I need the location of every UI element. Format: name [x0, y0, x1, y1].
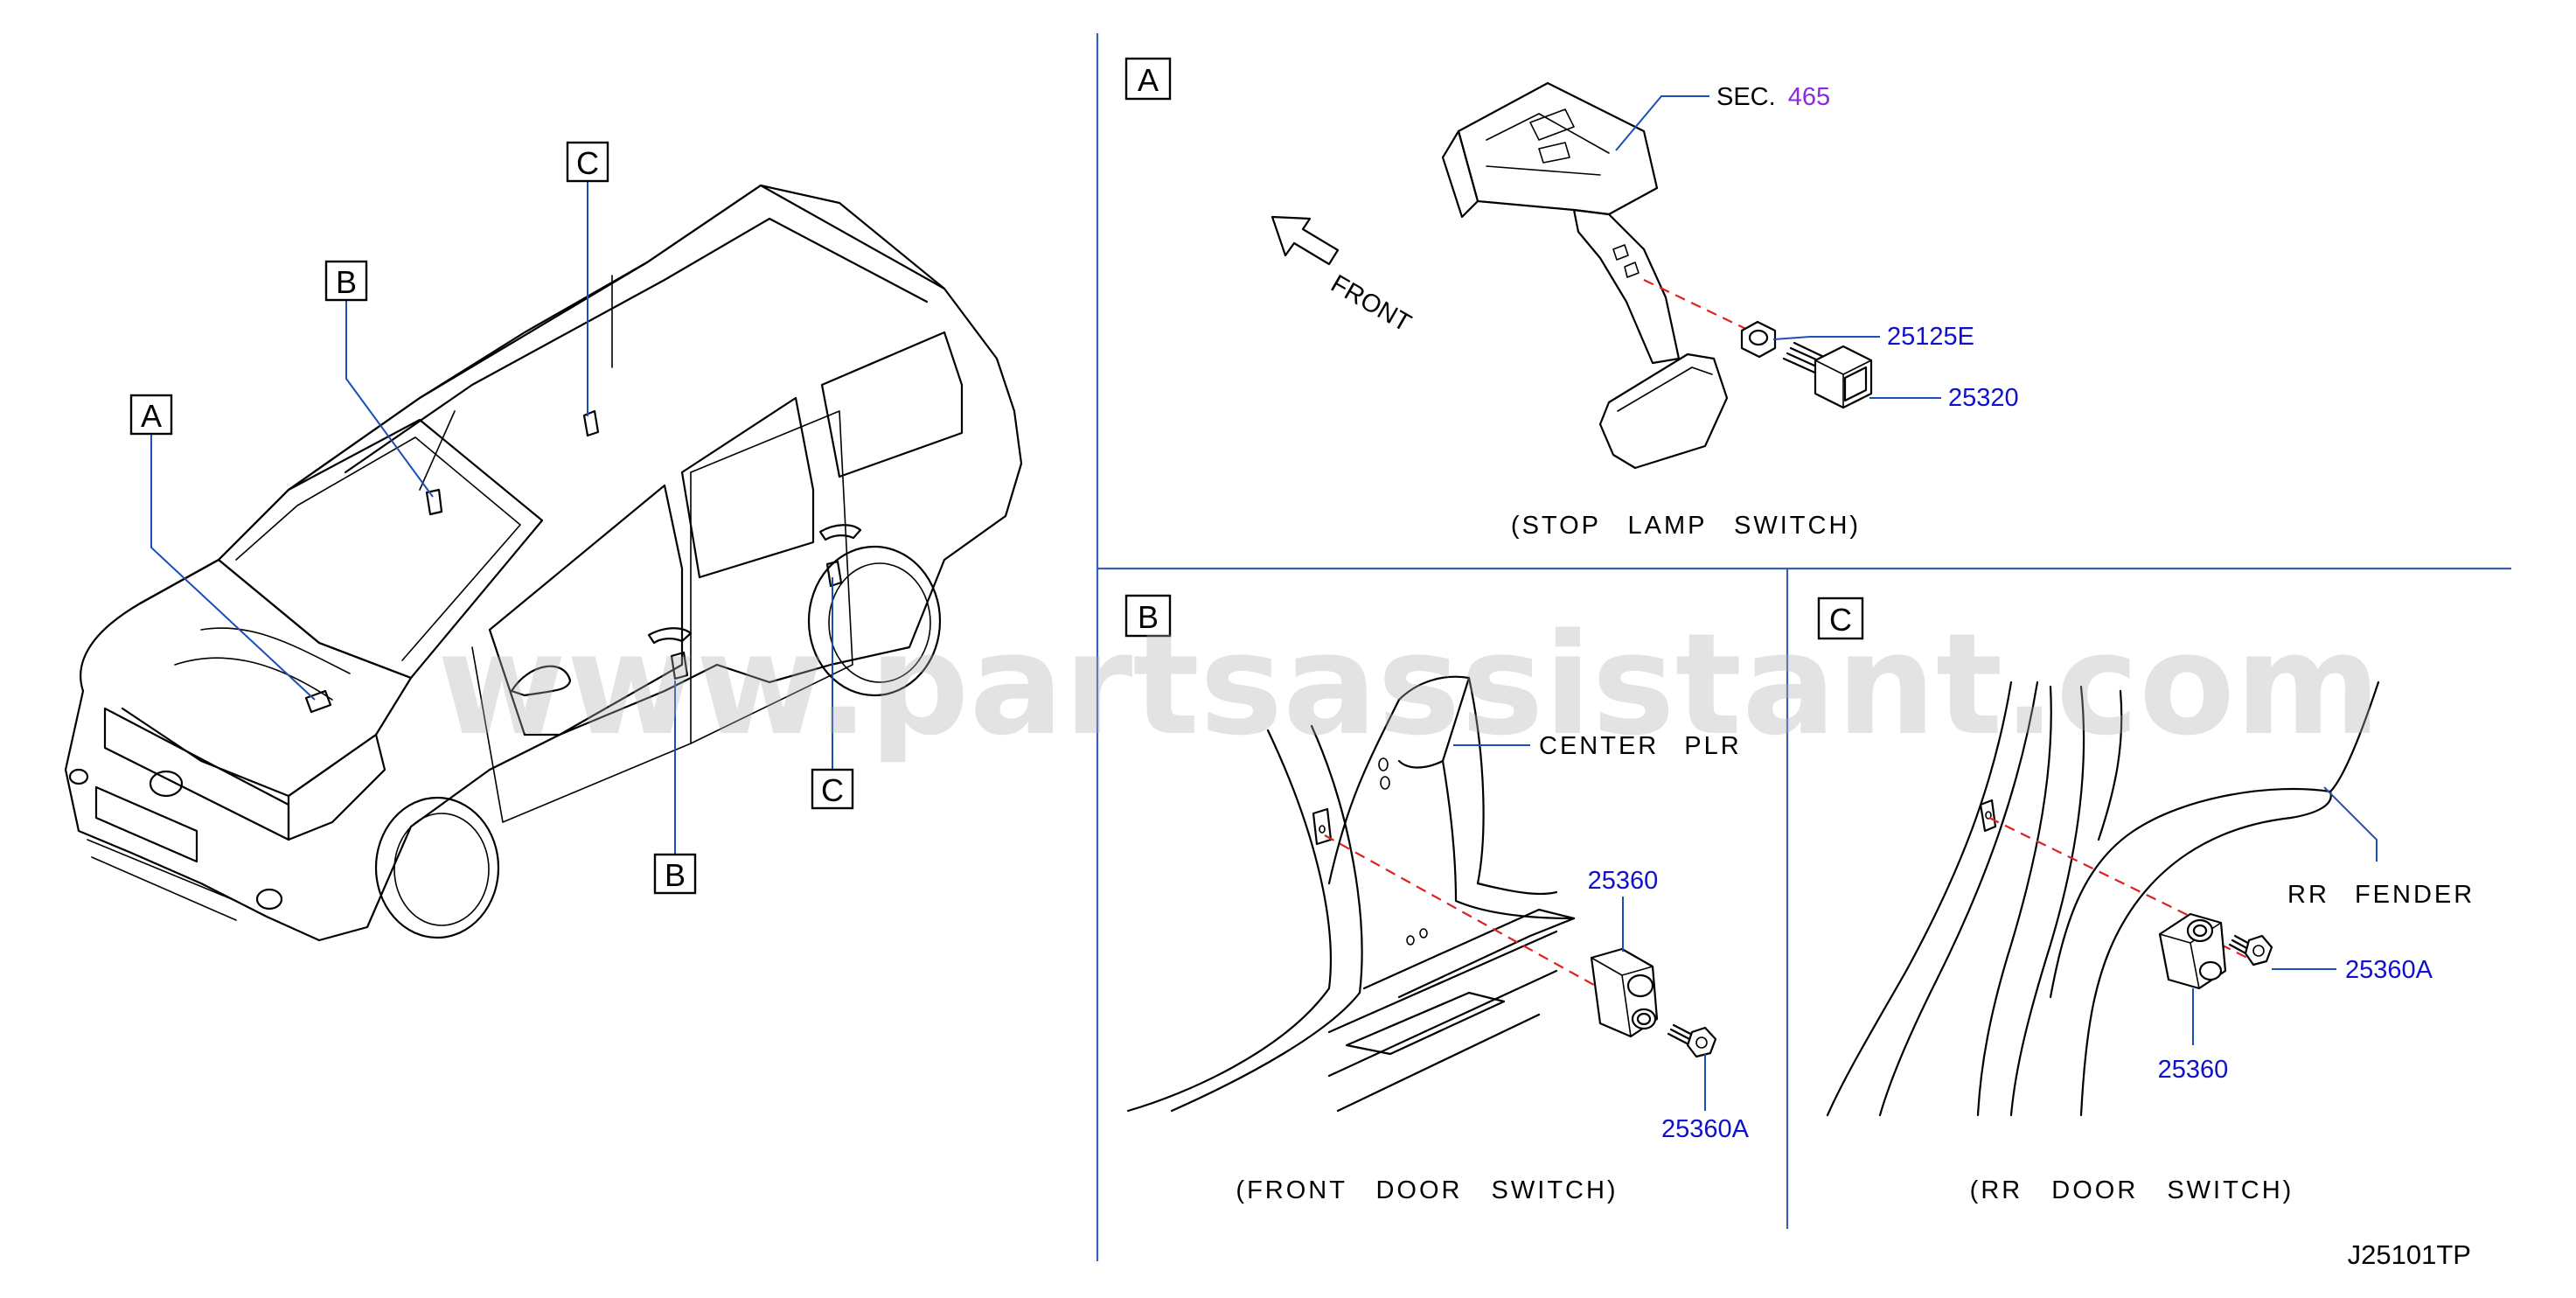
leader-rr-fender	[2323, 786, 2378, 862]
watermark-text: www.partsassistant.com	[437, 603, 2381, 766]
svg-text:C: C	[576, 145, 599, 181]
rr-fender-label: RR FENDER	[2287, 881, 2475, 909]
vehicle-outline	[64, 184, 1023, 942]
screw-25360a-front	[1667, 1023, 1717, 1058]
caption-front-door-switch: (FRONT DOOR SWITCH)	[1236, 1176, 1618, 1204]
callout-b-panel: B	[1124, 594, 1172, 638]
svg-text:A: A	[141, 398, 162, 434]
screw-25360a-rear	[2228, 934, 2273, 967]
center-pillar-structure	[1126, 675, 1576, 1113]
panel-b-front-door-switch: B	[1124, 594, 1750, 1204]
part-number-25360a-front[interactable]: 25360A	[1661, 1115, 1750, 1143]
svg-text:B: B	[1138, 599, 1159, 635]
stop-lamp-axis	[1643, 279, 1754, 333]
part-number-25320[interactable]: 25320	[1948, 384, 2019, 412]
part-number-25360-front[interactable]: 25360	[1588, 867, 1659, 895]
svg-text:C: C	[1829, 602, 1852, 638]
leader-sec	[1615, 95, 1709, 151]
front-door-axis	[1324, 834, 1601, 989]
brake-pedal-bracket	[1441, 81, 1729, 470]
svg-text:B: B	[665, 857, 686, 893]
svg-text:A: A	[1138, 62, 1159, 98]
sec-label: SEC.465	[1716, 83, 1830, 111]
front-label: FRONT	[1326, 269, 1417, 338]
svg-text:B: B	[336, 264, 357, 300]
callout-c-overview-bottom: C	[811, 768, 854, 810]
leader-25125e	[1772, 336, 1880, 340]
rr-door-switch-25360	[2158, 912, 2227, 990]
callout-a-panel: A	[1124, 57, 1172, 101]
clip-25125e	[1740, 320, 1777, 359]
stop-lamp-switch-25320	[1782, 341, 1873, 409]
rr-screw-axis	[2220, 944, 2248, 959]
caption-stop-lamp-switch: (STOP LAMP SWITCH)	[1511, 512, 1861, 540]
callout-b-overview-top: B	[324, 260, 368, 302]
callout-c-panel: C	[1817, 597, 1864, 640]
callout-b-overview-bottom: B	[653, 853, 697, 895]
panel-dividers	[1096, 33, 2511, 1261]
part-number-25360-rear[interactable]: 25360	[2158, 1056, 2229, 1084]
part-number-25125e[interactable]: 25125E	[1887, 323, 1974, 351]
callout-a-overview: A	[129, 394, 173, 436]
front-door-switch-25360	[1590, 947, 1659, 1038]
sec-465-link[interactable]: 465	[1788, 83, 1830, 111]
caption-rr-door-switch: (RR DOOR SWITCH)	[1970, 1176, 2294, 1204]
panel-c-rr-door-switch: C	[1817, 597, 2475, 1204]
diagram-code: J25101TP	[2348, 1239, 2471, 1270]
front-arrow-icon	[1271, 215, 1340, 266]
svg-text:C: C	[821, 772, 844, 808]
center-plr-label: CENTER PLR	[1539, 732, 1742, 760]
rr-door-axis	[1988, 817, 2204, 924]
overview-leaders	[150, 181, 833, 855]
vehicle-overview: A B C C B	[64, 141, 1023, 942]
rear-body-structure	[1826, 680, 2380, 1117]
part-number-25360a-rear[interactable]: 25360A	[2345, 956, 2433, 984]
panel-a-stop-lamp-switch: A FRONT	[1124, 57, 2019, 540]
callout-c-overview-top: C	[566, 141, 609, 183]
